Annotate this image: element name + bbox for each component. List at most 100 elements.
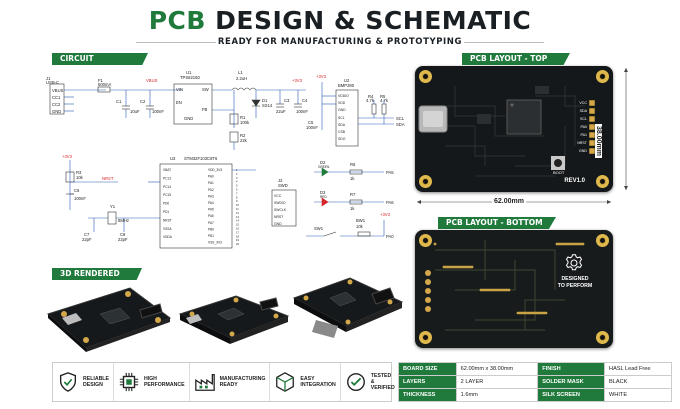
via-field xyxy=(433,242,585,315)
svg-text:GND: GND xyxy=(52,109,61,114)
svg-text:10k: 10k xyxy=(76,175,84,180)
svg-text:U2: U2 xyxy=(344,78,350,83)
via xyxy=(460,265,464,269)
spec-key: SOLDER MASK xyxy=(537,375,606,389)
via xyxy=(444,265,448,269)
via xyxy=(569,242,573,246)
via xyxy=(450,265,454,269)
u3-pin-number: 16 xyxy=(236,227,239,231)
svg-text:STM32F103C8T6: STM32F103C8T6 xyxy=(184,156,218,161)
title-rest: DESIGN & SCHEMATIC xyxy=(205,6,532,35)
svg-text:Y1: Y1 xyxy=(110,204,116,209)
via xyxy=(518,311,522,315)
mounting-hole-bl xyxy=(419,331,432,344)
svg-text:F1: F1 xyxy=(98,78,104,83)
via xyxy=(544,311,548,315)
svg-text:VBUS: VBUS xyxy=(146,78,158,83)
header-pin-pad xyxy=(589,124,595,130)
via xyxy=(501,288,505,292)
svg-text:2.2uH: 2.2uH xyxy=(236,76,247,81)
u3-pin-number: 15 xyxy=(236,223,239,227)
via xyxy=(530,311,534,315)
via xyxy=(542,311,546,315)
svg-text:C8: C8 xyxy=(120,232,126,237)
svg-text:SDA: SDA xyxy=(396,122,405,127)
via xyxy=(573,242,577,246)
via xyxy=(577,242,581,246)
via xyxy=(536,311,540,315)
via xyxy=(470,265,474,269)
section-3d-banner: 3D RENDERED VIEWS xyxy=(52,268,142,280)
via xyxy=(538,311,542,315)
via xyxy=(559,242,563,246)
svg-text:100nF: 100nF xyxy=(74,196,86,201)
svg-text:SCL: SCL xyxy=(338,116,345,120)
svg-text:SWD: SWD xyxy=(278,183,288,188)
header-pin-label: GND xyxy=(579,149,587,153)
feature-label: MANUFACTURING READY xyxy=(219,375,266,388)
svg-text:CC1: CC1 xyxy=(52,95,61,100)
u3-left-pin: VDDA xyxy=(163,235,173,239)
header-pin-pad xyxy=(589,140,595,146)
u3-pin-labels: VBATPC13PC14PC15PD0PD1NRSTVSSAVDDAVDD_3V… xyxy=(163,168,239,246)
svg-text:TPS62160: TPS62160 xyxy=(180,75,200,80)
spec-row: BOARD SIZE 62.00mm x 38.00mm FINISH HASL… xyxy=(398,362,672,376)
u3-left-pin: NRST xyxy=(163,218,172,222)
header-pin-pad xyxy=(589,100,595,106)
u3-right-pin: PA0 xyxy=(208,175,214,179)
svg-text:SWCLK: SWCLK xyxy=(274,208,287,212)
u3-right-pin: PB1 xyxy=(208,234,214,238)
header-pin-label: VCC xyxy=(579,101,587,105)
svg-text:C1: C1 xyxy=(116,99,122,104)
via xyxy=(433,242,437,246)
u3-pin-number: 6 xyxy=(236,188,238,192)
svg-text:J1: J1 xyxy=(46,76,51,81)
section-bottom-banner: PCB LAYOUT - BOTTOM VIEW xyxy=(438,217,556,229)
via xyxy=(491,288,495,292)
feature-item: HIGH PERFORMANCE xyxy=(114,363,190,401)
via xyxy=(466,265,470,269)
mounting-hole-tl xyxy=(419,70,432,83)
u3-pin-number: 13 xyxy=(236,215,239,219)
svg-text:C5: C5 xyxy=(308,120,314,125)
spec-value: HASL Lead Free xyxy=(604,362,672,376)
u3-left-pin: PC15 xyxy=(163,193,171,197)
svg-text:EN: EN xyxy=(176,100,182,105)
svg-text:PA0: PA0 xyxy=(386,234,394,239)
feature-label: EASY INTEGRATION xyxy=(300,375,336,388)
u3-pin-number: 5 xyxy=(236,184,238,188)
via xyxy=(526,311,530,315)
header-pin-label: SCL xyxy=(580,117,587,121)
u3-right-pin: VSS_3V3 xyxy=(208,241,222,245)
header-pin: VCC xyxy=(573,100,595,106)
via xyxy=(565,242,569,246)
svg-text:R4: R4 xyxy=(368,94,374,99)
via xyxy=(485,288,489,292)
mounting-hole-tr xyxy=(596,234,609,247)
feature-label: HIGH PERFORMANCE xyxy=(143,375,185,388)
svg-text:BMP280: BMP280 xyxy=(338,83,355,88)
via xyxy=(579,242,583,246)
svg-text:D3: D3 xyxy=(320,190,326,195)
via xyxy=(481,288,485,292)
via xyxy=(499,288,503,292)
svg-text:C3: C3 xyxy=(284,98,290,103)
svg-text:CC2: CC2 xyxy=(52,102,61,107)
pcb-bottom-traces xyxy=(433,240,585,331)
via xyxy=(532,311,536,315)
svg-text:C6: C6 xyxy=(74,188,80,193)
via xyxy=(495,288,499,292)
header-pin: NRST xyxy=(573,140,595,146)
header-pin-label: NRST xyxy=(577,141,587,145)
header-pin-pad xyxy=(589,116,595,122)
header-pin: SDA xyxy=(573,108,595,114)
svg-text:VCC: VCC xyxy=(274,194,282,198)
svg-text:R5: R5 xyxy=(380,94,386,99)
header-pin: GND xyxy=(573,148,595,154)
render-3d-angled-right xyxy=(292,277,404,338)
via xyxy=(442,265,446,269)
section-top-banner: PCB LAYOUT - TOP VIEW xyxy=(462,53,570,65)
svg-text:SCL: SCL xyxy=(396,116,405,121)
svg-text:10uF: 10uF xyxy=(130,109,140,114)
